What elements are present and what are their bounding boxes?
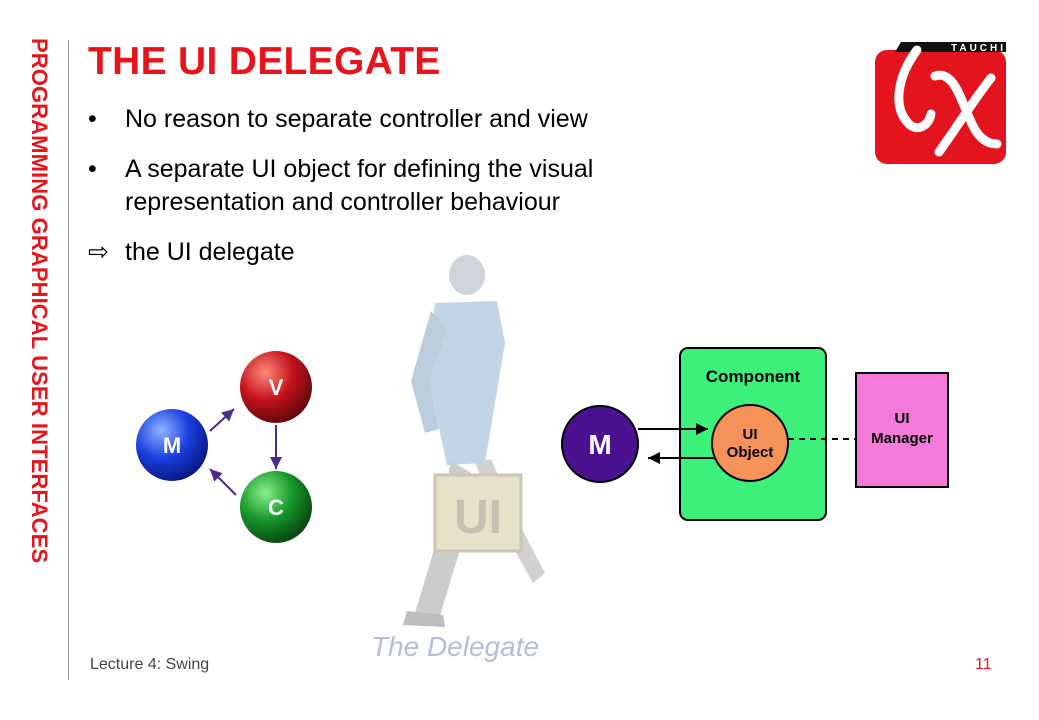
component-label: Component bbox=[706, 367, 801, 386]
model-circle-label: M bbox=[588, 429, 611, 460]
ui-object-label-line2: Object bbox=[727, 444, 774, 461]
model-label: M bbox=[163, 433, 181, 458]
figure-caption: The Delegate bbox=[371, 631, 539, 662]
arrow-m-to-v bbox=[209, 408, 235, 432]
bullet-list: • No reason to separate controller and v… bbox=[88, 103, 738, 286]
bullet-item: • No reason to separate controller and v… bbox=[88, 103, 738, 136]
controller-sphere bbox=[240, 471, 312, 543]
logo-background bbox=[875, 50, 1006, 164]
bullet-item: • A separate UI object for defining the … bbox=[88, 153, 738, 219]
logo-chi-stroke-a bbox=[930, 70, 1002, 149]
ui-manager-label-line2: Manager bbox=[871, 430, 933, 447]
figure-torso bbox=[427, 301, 505, 465]
logo-label: TAUCHI bbox=[951, 43, 1006, 54]
ui-manager-label-line1: UI bbox=[895, 410, 910, 427]
tauchi-logo: TAUCHI bbox=[875, 42, 1006, 164]
figure-shoe bbox=[403, 611, 445, 627]
bullet-text: the UI delegate bbox=[125, 238, 295, 266]
bullet-marker: • bbox=[88, 155, 97, 183]
logo-bar bbox=[895, 42, 1006, 52]
controller-label: C bbox=[268, 495, 284, 520]
logo-chi-stroke-b bbox=[934, 73, 996, 157]
ui-delegate-diagram: Component M UI Object UI Manager bbox=[561, 347, 949, 521]
model-circle bbox=[561, 405, 639, 483]
slide-title: THE UI DELEGATE bbox=[88, 40, 441, 83]
sidebar-divider bbox=[68, 40, 69, 680]
bullet-text: A separate UI object for defining the vi… bbox=[125, 155, 594, 216]
sign-text: UI bbox=[454, 491, 502, 544]
model-sphere bbox=[136, 409, 208, 481]
bullet-text: No reason to separate controller and vie… bbox=[125, 105, 588, 133]
course-title: PROGRAMMING GRAPHICAL USER INTERFACES bbox=[27, 38, 52, 564]
ui-object-label-line1: UI bbox=[743, 426, 758, 443]
ui-object-circle bbox=[711, 404, 789, 482]
footer-page-number: 11 bbox=[975, 656, 992, 673]
ui-manager-box bbox=[855, 372, 949, 488]
sidebar: PROGRAMMING GRAPHICAL USER INTERFACES bbox=[0, 0, 70, 720]
arrow-marker: ⇨ bbox=[88, 238, 109, 266]
view-label: V bbox=[269, 375, 284, 400]
footer-lecture: Lecture 4: Swing bbox=[90, 656, 210, 673]
figure-head bbox=[449, 255, 485, 295]
figure-leg-front bbox=[415, 461, 471, 619]
view-sphere bbox=[240, 351, 312, 423]
figure-leg-back bbox=[475, 459, 545, 583]
mvc-diagram: M V C bbox=[136, 351, 312, 543]
logo-tau-stroke bbox=[894, 45, 936, 133]
bullet-marker: • bbox=[88, 105, 97, 133]
figure-arm bbox=[411, 311, 447, 433]
arrow-c-to-m bbox=[209, 468, 237, 496]
sign-board bbox=[433, 473, 523, 553]
delegate-figure: UI The Delegate bbox=[371, 255, 545, 662]
bullet-item: ⇨ the UI delegate bbox=[88, 236, 738, 269]
